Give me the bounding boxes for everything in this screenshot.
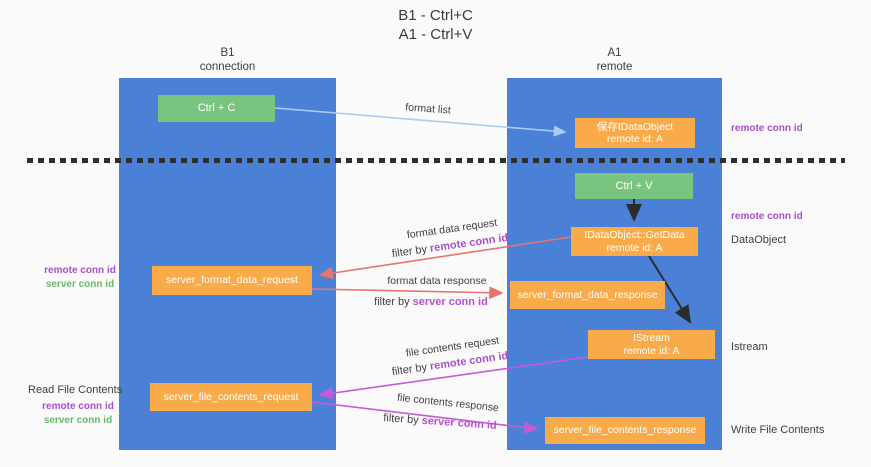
node-server-format-data-request: server_format_data_request [152,266,312,295]
node-server-file-contents-response: server_file_contents_response [545,417,705,444]
lane-b1-name: B1 [220,47,235,59]
node-sfd-response-label: server_format_data_response [517,288,658,301]
title-line-1: B1 - Ctrl+C [398,7,473,24]
node-sfd-request-label: server_format_data_request [166,274,298,287]
server-conn-id-text: server conn id [412,296,488,308]
server-conn-id-label: server conn id [45,279,115,290]
read-file-contents-label: Read File Contents [28,384,123,396]
node-ctrl-c-label: Ctrl + C [197,102,236,115]
remote-conn-id-label: remote conn id [44,265,116,276]
lane-a1-name: A1 [607,47,622,59]
node-server-format-data-response: server_format_data_response [510,281,665,309]
remote-conn-id-label: remote conn id [42,401,114,412]
lane-header-b1: B1 connection [119,46,336,74]
node-istream-remote-id: remote id: A [623,344,680,357]
server-conn-id-label: server conn id [43,415,113,426]
node-save-idataobject-title: 保存IDataObject [596,120,674,133]
node-server-file-contents-request: server_file_contents_request [150,383,312,411]
node-sfc-response-label: server_file_contents_response [553,424,697,437]
right-margin-remote-conn-id-paste: remote conn id [731,211,803,222]
left-margin-file-conn-ids: remote conn id server conn id [36,400,120,428]
filter-by-text: filter by [382,412,420,427]
diagram-title: B1 - Ctrl+C A1 - Ctrl+V [0,6,871,44]
node-ctrl-c: Ctrl + C [158,95,275,122]
lane-b1-role: connection [199,61,256,73]
label-format-data-response: format data response [387,275,487,287]
node-save-idataobject-remote-id: remote id: A [606,133,664,145]
node-getdata-title: IDataObject::GetData [584,229,685,241]
node-ctrl-v-label: Ctrl + V [615,179,653,192]
label-format-list: format list [404,101,452,117]
lane-a1-role: remote [596,61,633,73]
filter-by-text: filter by [374,296,410,308]
node-istream: IStream remote id: A [588,330,715,359]
dataobject-label: DataObject [731,234,787,246]
label-file-contents-response: file contents response [396,391,500,415]
filter-by-text: filter by [391,243,428,261]
edge-format-data-response [311,286,504,300]
node-getdata-remote-id: remote id: A [606,241,663,254]
filter-by-text: filter by [391,361,428,379]
left-margin-format-conn-ids: remote conn id server conn id [40,264,120,292]
node-ctrl-v: Ctrl + V [575,173,693,199]
node-sfc-request-label: server_file_contents_request [163,390,299,403]
write-file-contents-label: Write File Contents [731,424,825,436]
right-margin-remote-conn-id-clipboard: remote conn id [731,123,803,134]
istream-label: Istream [731,341,768,353]
node-save-idataobject: 保存IDataObject remote id: A [575,118,695,148]
node-istream-title: IStream [633,332,670,344]
title-line-2: A1 - Ctrl+V [398,26,473,43]
lane-header-a1: A1 remote [507,46,722,74]
node-idataobject-getdata: IDataObject::GetData remote id: A [571,227,698,256]
server-conn-id-text: server conn id [421,414,498,432]
dashed-separator-line [27,158,845,163]
